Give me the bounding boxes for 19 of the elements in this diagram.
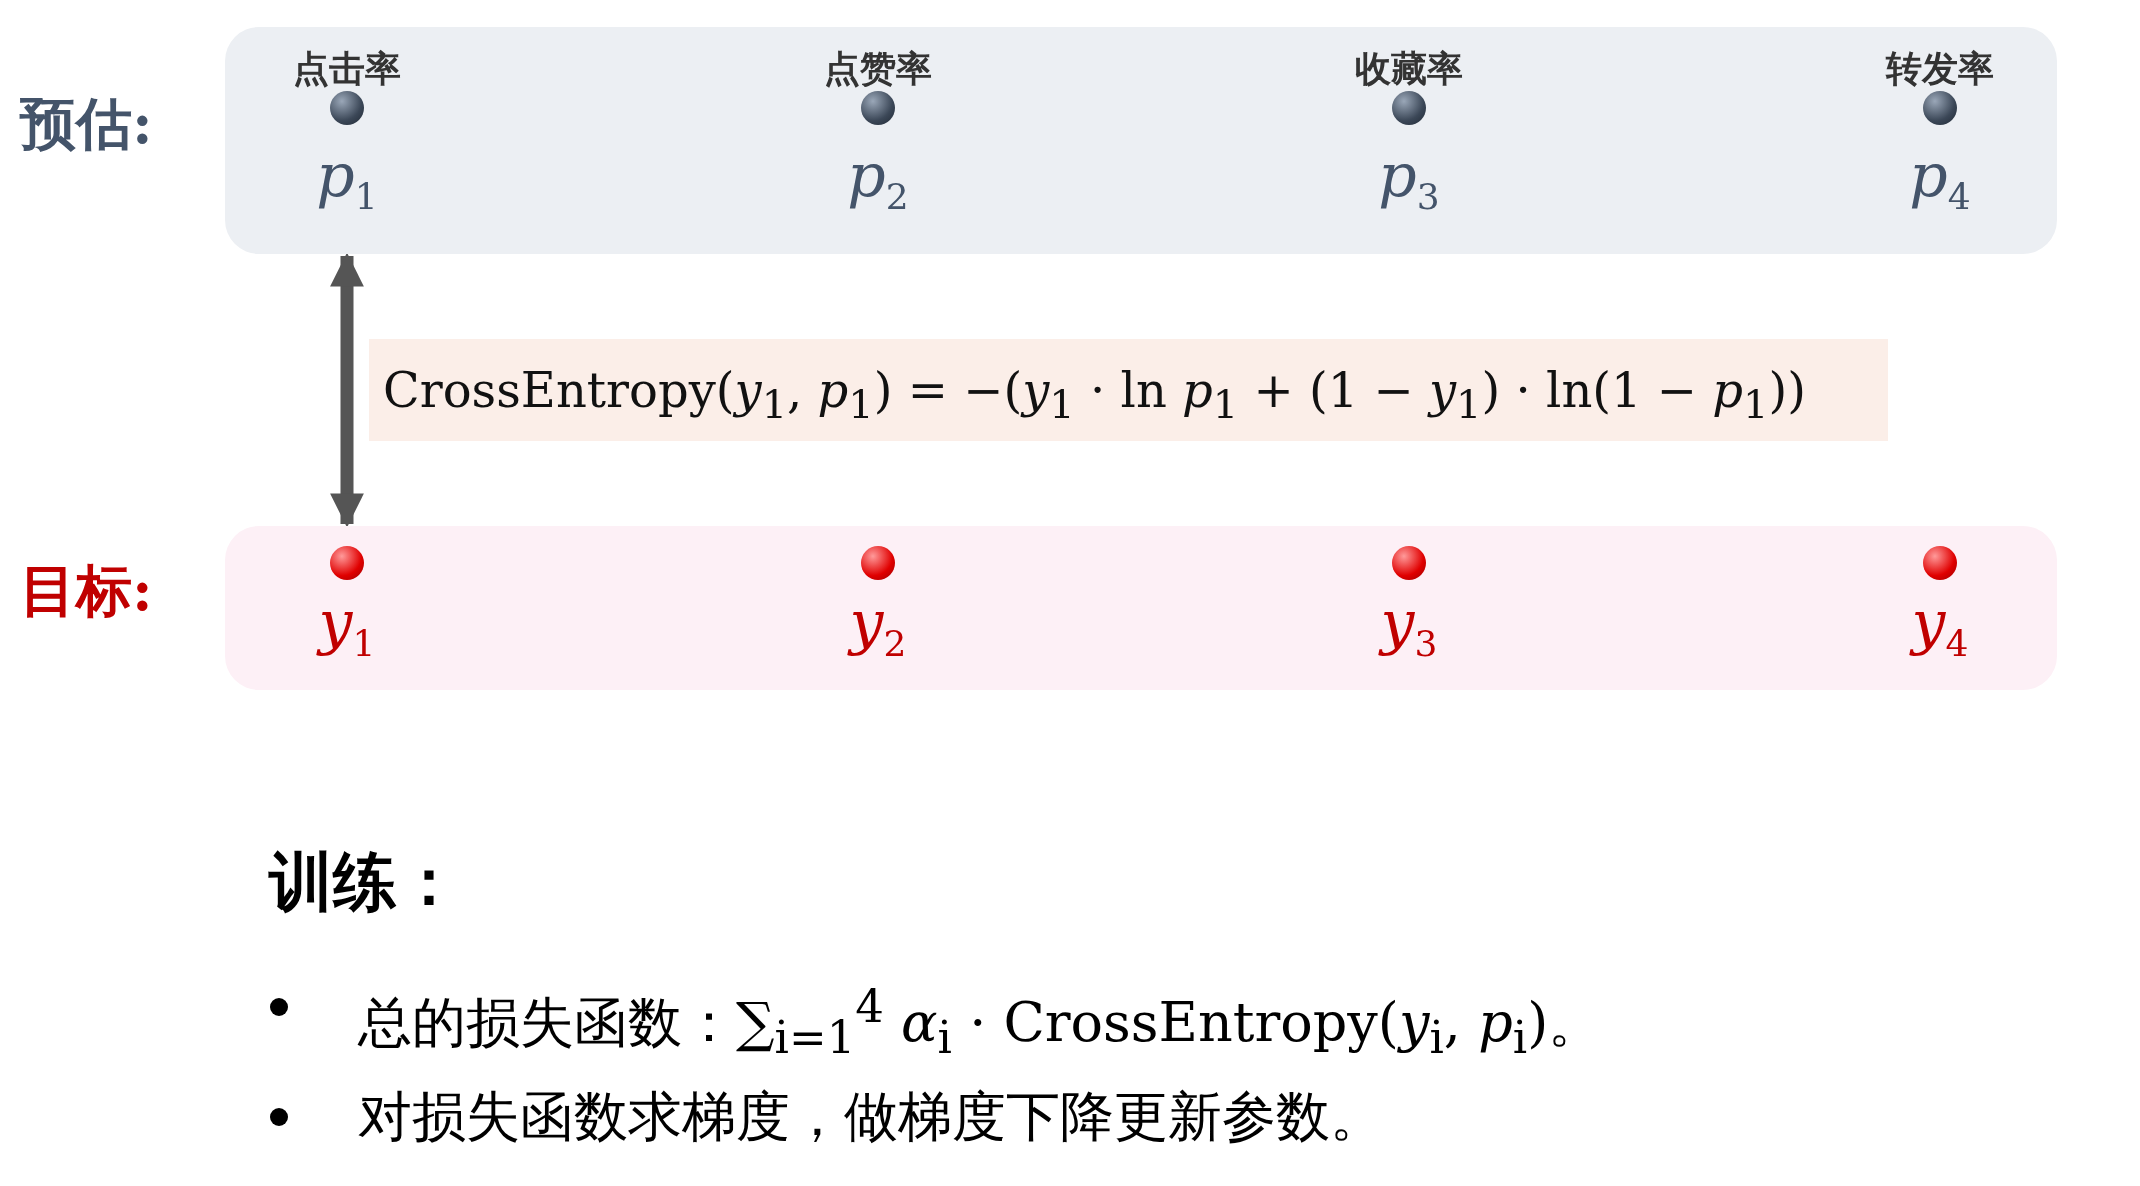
metric-label: 点赞率: [823, 46, 933, 91]
formula-box: CrossEntropy(y$_{1}$, p$_{1}$) = −(y$_{1}$ · ln p$_{1}$ + (1 − y$_{1}$) · ln(1 − p$_{1}$)): [369, 339, 1888, 441]
section-heading: 训练：: [269, 845, 461, 919]
variable-label: y$_{4}$: [1908, 586, 1970, 666]
variable-label: p$_{4}$: [1908, 139, 1972, 219]
row-label: 预估:: [20, 89, 153, 158]
variable-label: p$_{1}$: [315, 139, 379, 219]
variable-label: y$_{3}$: [1377, 586, 1439, 666]
variable-label: y$_{1}$: [315, 586, 377, 666]
variable-label: p$_{2}$: [846, 139, 910, 219]
metric-label: 转发率: [1884, 46, 1995, 91]
metric-label: 点击率: [292, 46, 402, 91]
bullet-text: 总的损失函数：∑$_{i=1}$$^{4}$ α$_{i}$ · CrossEntropy(y$_{i}$, p$_{i}$)。: [358, 979, 1603, 1066]
metric-label: 收藏率: [1354, 46, 1464, 91]
double-arrow: [330, 252, 364, 528]
bullet-text: 对损失函数求梯度，做梯度下降更新参数。: [358, 1084, 1384, 1150]
row-label: 目标:: [20, 556, 153, 625]
variable-label: p$_{3}$: [1377, 139, 1441, 219]
variable-label: y$_{2}$: [846, 586, 908, 666]
